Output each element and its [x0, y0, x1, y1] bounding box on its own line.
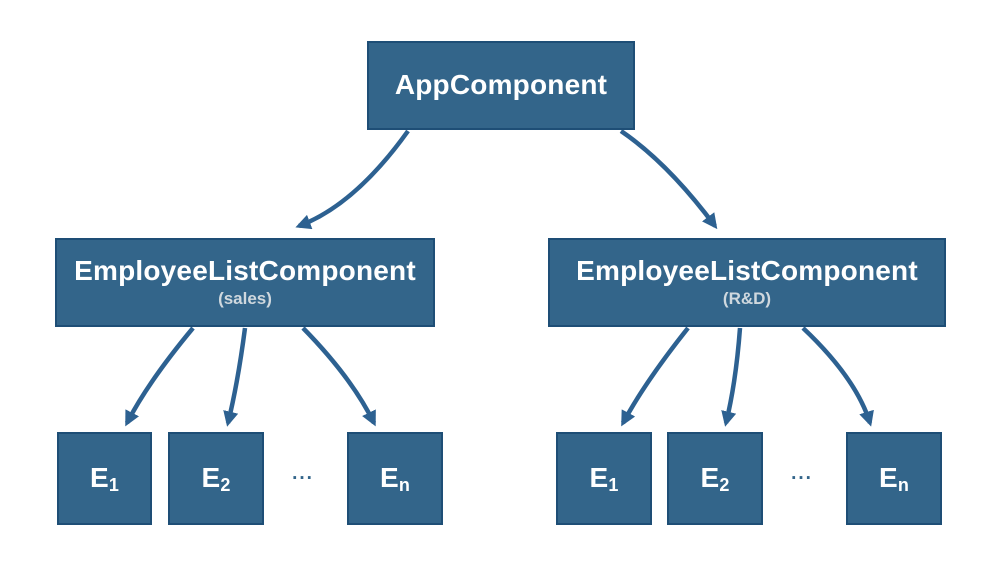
node-employee-list-rnd: EmployeeListComponent (R&D) [548, 238, 946, 327]
leaf-label: E1 [89, 462, 120, 496]
node-app-component: AppComponent [367, 41, 635, 130]
node-sales-e2: E2 [168, 432, 264, 525]
node-label: EmployeeListComponent [74, 254, 416, 286]
ellipsis-rnd: ... [791, 463, 813, 484]
arrow-sales-to-en [301, 326, 377, 427]
arrow-root-to-rnd [619, 129, 718, 230]
arrow-root-to-sales [295, 129, 410, 230]
arrow-sales-to-e1 [124, 326, 195, 427]
node-rnd-e1: E1 [556, 432, 652, 525]
arrow-rnd-to-e1 [621, 326, 690, 427]
leaf-label: E1 [589, 462, 619, 496]
node-rnd-en: En [846, 432, 942, 525]
node-rnd-e2: E2 [667, 432, 763, 525]
ellipsis-sales: ... [292, 463, 314, 484]
node-label: EmployeeListComponent [576, 254, 918, 286]
node-sales-e1: E1 [57, 432, 152, 525]
node-sublabel: (R&D) [722, 288, 772, 308]
arrow-rnd-to-e2 [721, 327, 743, 427]
leaf-label: E2 [700, 462, 730, 496]
leaf-label: En [878, 462, 910, 496]
node-sales-en: En [347, 432, 443, 525]
node-employee-list-sales: EmployeeListComponent (sales) [55, 238, 435, 327]
leaf-label: E2 [201, 462, 231, 496]
node-label: AppComponent [394, 69, 608, 101]
leaf-label: En [379, 462, 411, 496]
arrow-rnd-to-en [801, 326, 874, 427]
node-sublabel: (sales) [218, 288, 272, 308]
arrow-sales-to-e2 [223, 327, 248, 427]
